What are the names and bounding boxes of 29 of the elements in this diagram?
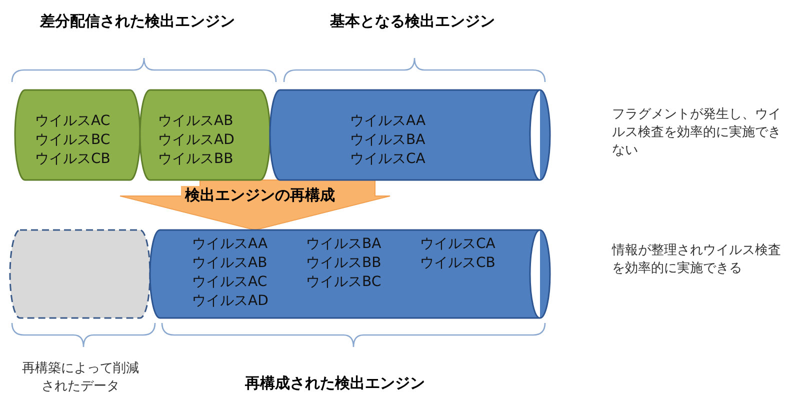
virus-name: ウイルスBA	[306, 235, 382, 253]
engine-cylinder	[140, 90, 270, 180]
virus-name: ウイルスCB	[420, 254, 496, 272]
virus-name: ウイルスBB	[306, 254, 382, 272]
virus-name: ウイルスAA	[192, 235, 268, 253]
removed-data-cylinder	[10, 230, 150, 318]
virus-name: ウイルスAC	[35, 112, 110, 130]
engine-cylinder	[15, 90, 140, 180]
virus-name: ウイルスCB	[35, 150, 110, 168]
virus-name: ウイルスAA	[350, 112, 426, 130]
virus-name: ウイルスAB	[192, 254, 268, 272]
virus-name: ウイルスAC	[192, 273, 268, 291]
virus-name: ウイルスBC	[306, 273, 382, 291]
note-text: フラグメントが発生し、ウイルス検査を効率的に実施できない	[612, 106, 782, 160]
virus-name: ウイルスAB	[158, 112, 234, 130]
virus-name: ウイルスBB	[158, 150, 234, 168]
note-text: 情報が整理されウイルス検査を効率的に実施できる	[612, 242, 782, 278]
heading: 差分配信された検出エンジン	[40, 12, 235, 30]
virus-name: ウイルスCA	[350, 150, 426, 168]
virus-name: ウイルスCA	[420, 235, 496, 253]
heading: 基本となる検出エンジン	[330, 12, 495, 30]
virus-name: ウイルスAD	[192, 292, 268, 310]
virus-name: ウイルスBA	[350, 131, 426, 149]
heading: 再構成された検出エンジン	[245, 374, 425, 392]
virus-name: ウイルスBC	[35, 131, 110, 149]
note-text: 再構築によって削減されたデータ	[21, 360, 140, 396]
engine-cylinder	[150, 230, 550, 318]
virus-name: ウイルスAD	[158, 131, 234, 149]
engine-cylinder	[270, 90, 550, 180]
